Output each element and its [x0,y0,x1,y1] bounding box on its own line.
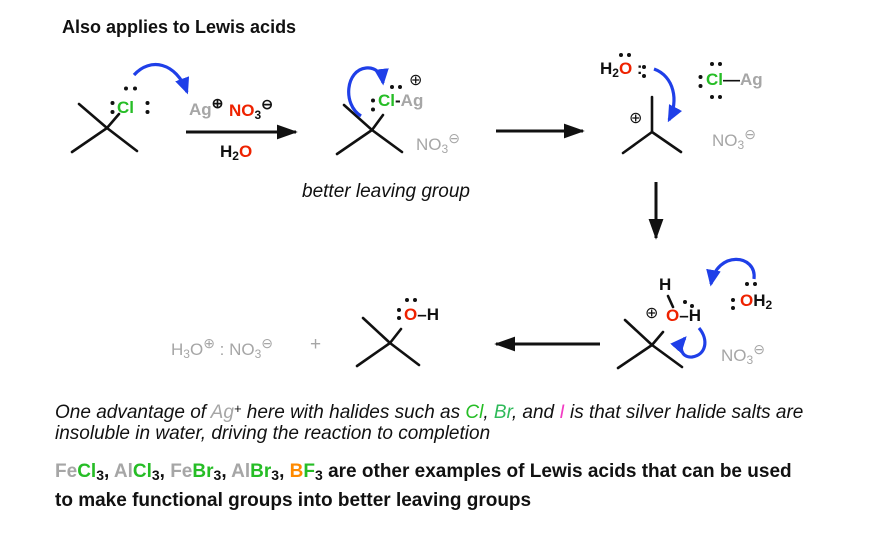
curved-arrow-water-attacks [653,67,683,123]
curved-arrow-oh-bond-to-o [670,326,707,359]
water-reagent-label: H2O [220,142,253,163]
silver-advantage-note: One advantage of Ag+ here with halides s… [55,401,804,444]
curved-arrow-cl-to-ag [132,62,190,95]
hydrogen-atom-label: H [659,275,672,294]
nitrate-spectator-label: NO3⊖ [712,126,756,152]
lone-pair-dots [371,85,402,112]
diagram-title: Also applies to Lewis acids [62,17,297,37]
nitrate-spectator-label: NO3⊖ [721,341,765,367]
better-leaving-group-caption: better leaving group [302,181,470,202]
nitrate-anion-label: NO3⊖ [229,96,273,122]
water-nucleophile-label: H2O : [600,59,643,80]
lone-pair-dots [110,86,150,114]
lone-pair-dots [698,62,722,99]
plus-charge-icon: ⊕ [629,110,643,127]
tbutyl-chloride-skeleton [70,102,139,154]
hydronium-nitrate-label: H3O⊕ : NO3⊖ [171,335,274,361]
carbocation-skeleton [621,95,683,155]
chlorine-atom-label: Cl [117,98,134,117]
plus-sign: + [310,334,322,355]
lone-pair-dots [397,298,417,320]
lone-pair-dots [683,282,757,310]
cl-ag-bonded-label: Cl-Ag [378,91,424,110]
oxocarbenium-skeleton [616,294,684,370]
plus-charge-icon: ⊕ [409,72,423,89]
plus-charge-icon: ⊕ [645,305,659,322]
curved-arrow-deprotonation [706,257,756,287]
nitrate-spectator-label: NO3⊖ [416,130,460,156]
water-base-label: OH2 [740,291,773,312]
alcohol-oh-label: O–H [404,305,439,324]
protonated-oh-label: O–H [666,306,701,325]
tbutanol-skeleton [355,316,421,368]
curved-arrow-ccl-bond-breaks [347,66,389,118]
silver-chloride-label: Cl—Ag [706,70,763,89]
lone-pair-dots [619,53,646,78]
silver-cation-label: Ag⊕ [189,95,224,119]
lewis-acid-examples-note: FeCl3, AlCl3, FeBr3, AlBr3, BF3 are othe… [55,461,792,511]
tbutyl-cl-ag-skeleton [335,103,404,156]
